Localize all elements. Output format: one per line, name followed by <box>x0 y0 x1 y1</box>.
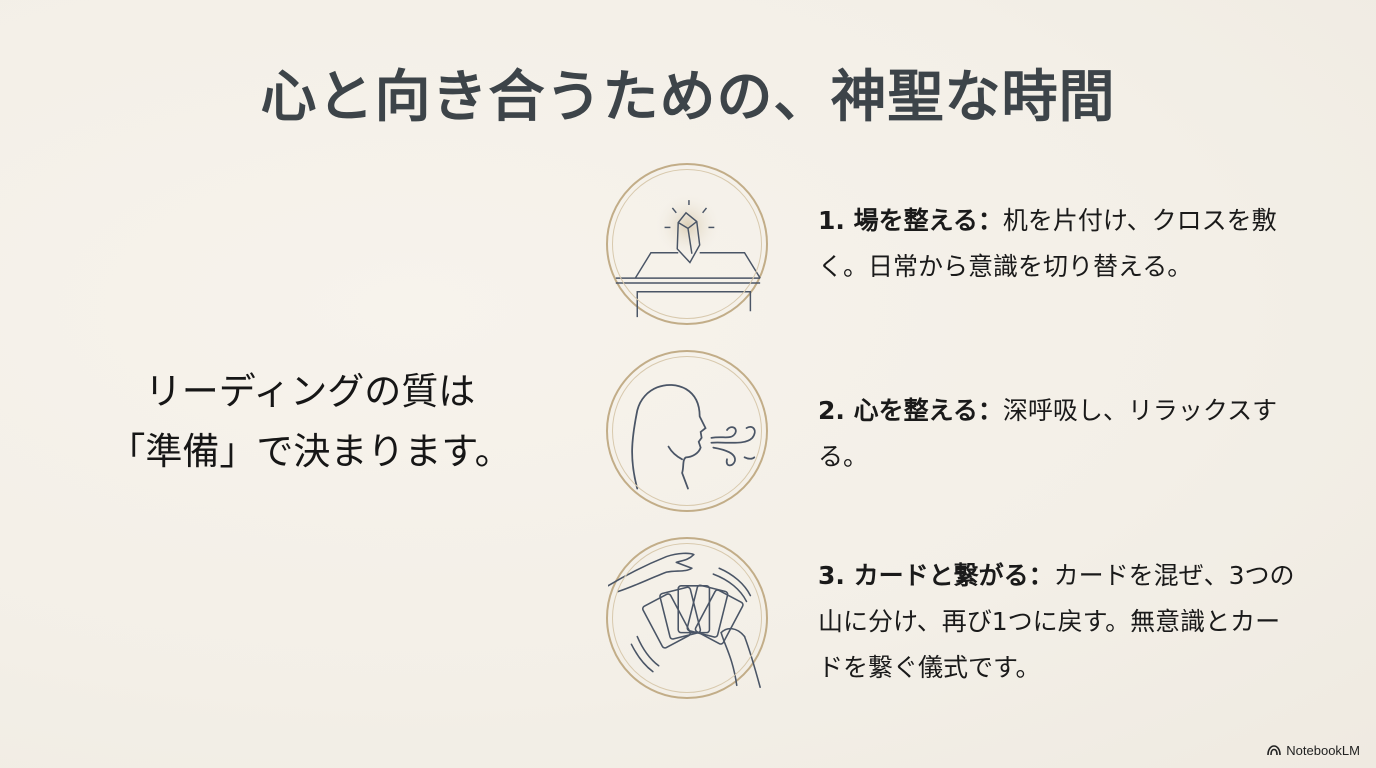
step-2-text: 深呼吸し、リラックスする。 <box>818 396 1278 471</box>
step-2-heading: 2. 心を整える： <box>818 396 1003 425</box>
step-1-heading: 1. 場を整える： <box>818 206 1003 235</box>
shuffling-cards-icon <box>606 537 768 699</box>
breathing-head-icon <box>606 350 768 512</box>
step-3-text: カードを混ぜ、3つの山に分け、再び1つに戻す。無意識とカードを繋ぐ儀式です。 <box>818 561 1295 682</box>
step-1: 1. 場を整える：机を片付け、クロスを敷く。日常から意識を切り替える。 <box>818 198 1298 290</box>
step-2: 2. 心を整える：深呼吸し、リラックスする。 <box>818 388 1298 480</box>
brand-label: NotebookLM <box>1286 743 1360 758</box>
crystal-on-table-icon <box>606 163 768 325</box>
notebooklm-watermark: NotebookLM <box>1267 743 1360 758</box>
slide-title: 心と向き合うための、神聖な時間 <box>260 64 1116 130</box>
step-3-heading: 3. カードと繋がる： <box>818 561 1054 590</box>
key-message-line-1: リーディングの質は <box>144 370 476 413</box>
notebooklm-logo-icon <box>1267 745 1282 756</box>
step-3: 3. カードと繋がる：カードを混ぜ、3つの山に分け、再び1つに戻す。無意識とカー… <box>818 553 1298 691</box>
step-1-text: 机を片付け、クロスを敷く。日常から意識を切り替える。 <box>818 206 1277 281</box>
key-message: リーディングの質は 「準備」で決まります。 <box>70 362 550 482</box>
key-message-line-2: 「準備」で決まります。 <box>108 430 512 473</box>
